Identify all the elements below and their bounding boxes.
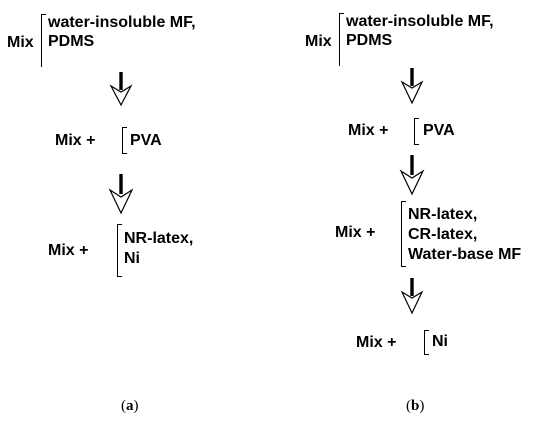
panel-a-step1-item-2: PDMS — [48, 33, 95, 50]
panel-b-arrow-2 — [399, 155, 425, 196]
panel-a-step2-bracket — [122, 127, 127, 154]
panel-a-caption-close: ) — [133, 398, 139, 414]
panel-b-step3-item-3: Water-base MF — [408, 246, 522, 263]
panel-b-step2-bracket — [414, 118, 419, 145]
panel-b-step3-item-1: NR-latex, — [408, 206, 478, 223]
panel-b-step3-prefix: Mix + — [335, 224, 376, 241]
panel-a-arrow-2 — [108, 174, 134, 215]
panel-b-caption-letter: b — [411, 398, 420, 414]
panel-a-step1-prefix: Mix — [7, 34, 34, 51]
panel-a-step3-item-2: Ni — [124, 250, 140, 267]
panel-b-step1-bracket — [339, 13, 344, 66]
panel-a-caption-open: ( — [121, 398, 126, 414]
panel-b-step4-bracket — [424, 330, 429, 355]
panel-b-arrow-1 — [400, 68, 424, 105]
panel-b-step2-prefix: Mix + — [348, 122, 389, 139]
panel-a-step1-item-1: water-insoluble MF, — [48, 14, 196, 31]
panel-a-step1-bracket — [41, 14, 46, 67]
panel-b-step4-prefix: Mix + — [356, 334, 397, 351]
panel-b-step1-item-2: PDMS — [346, 32, 393, 49]
panel-b-step3-item-2: CR-latex, — [408, 226, 478, 243]
panel-b-step1-prefix: Mix — [305, 33, 332, 50]
panel-a-step2-prefix: Mix + — [55, 132, 96, 149]
panel-a-step3-item-1: NR-latex, — [124, 230, 194, 247]
panel-b-arrow-3 — [400, 278, 424, 315]
panel-a-arrow-1 — [109, 72, 133, 107]
panel-b-step1-item-1: water-insoluble MF, — [346, 13, 494, 30]
panel-a-step3-prefix: Mix + — [48, 242, 89, 259]
panel-a-step2-item-1: PVA — [130, 132, 162, 149]
panel-b-caption-close: ) — [419, 398, 425, 414]
panel-b-step3-bracket — [401, 201, 406, 267]
panel-a-step3-bracket — [117, 224, 122, 277]
panel-b-caption: (b) — [406, 398, 424, 415]
panel-b-step4-item-1: Ni — [432, 333, 448, 350]
panel-a-caption: (a) — [121, 398, 139, 415]
panel-a-caption-letter: a — [126, 398, 134, 414]
panel-b-caption-open: ( — [406, 398, 411, 414]
panel-b-step2-item-1: PVA — [423, 122, 455, 139]
